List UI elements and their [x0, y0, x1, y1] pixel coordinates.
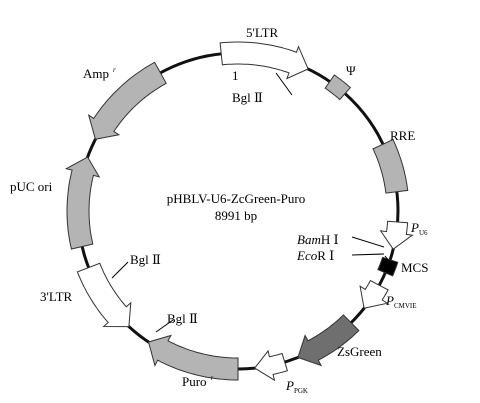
feature-ppgk [253, 349, 289, 382]
bglii-bottom-tick [155, 319, 174, 333]
feature-mcs [377, 256, 399, 277]
label-pcmvie: PCMVIE [385, 293, 417, 310]
feature-arcs [64, 41, 414, 382]
label-ecori: EcoR Ⅰ [296, 248, 334, 263]
label-bamhi: BamH Ⅰ [297, 232, 339, 247]
bglii-left-tick [111, 261, 129, 279]
label-position-one: 1 [232, 68, 239, 83]
mcs-tick [384, 255, 393, 266]
feature-amp [87, 61, 167, 140]
feature-3ltr [76, 262, 132, 328]
label-pu6: PU6 [410, 220, 428, 237]
feature-puc [64, 156, 101, 250]
feature-puro [147, 334, 239, 381]
label-puc-ori: pUC ori [10, 179, 53, 194]
label-bglii-top: Bgl Ⅱ [232, 90, 263, 105]
bglii-top-tick [275, 72, 293, 96]
feature-pu6 [379, 220, 414, 250]
bamhi-tick [351, 236, 385, 248]
feature-rre [372, 138, 409, 194]
plasmid-size: 8991 bp [215, 208, 257, 223]
feature-pcmvie [359, 279, 389, 309]
label-mcs: MCS [401, 260, 428, 275]
plasmid-name: pHBLV-U6-ZcGreen-Puro [167, 191, 305, 206]
label-zsgreen: ZsGreen [337, 344, 382, 359]
ecori-tick [351, 253, 385, 256]
label-3ltr: 3'LTR [40, 289, 73, 304]
label-rre: RRE [390, 128, 415, 143]
feature-psi [324, 74, 352, 101]
feature-zsgreen [297, 314, 360, 367]
label-psi: Ψ [346, 63, 356, 78]
feature-5ltr [219, 41, 309, 80]
label-ppgk: PPGK [285, 378, 308, 395]
label-5ltr: 5'LTR [246, 25, 279, 40]
label-bglii-left: Bgl Ⅱ [130, 252, 161, 267]
label-bglii-bottom: Bgl Ⅱ [167, 311, 198, 326]
